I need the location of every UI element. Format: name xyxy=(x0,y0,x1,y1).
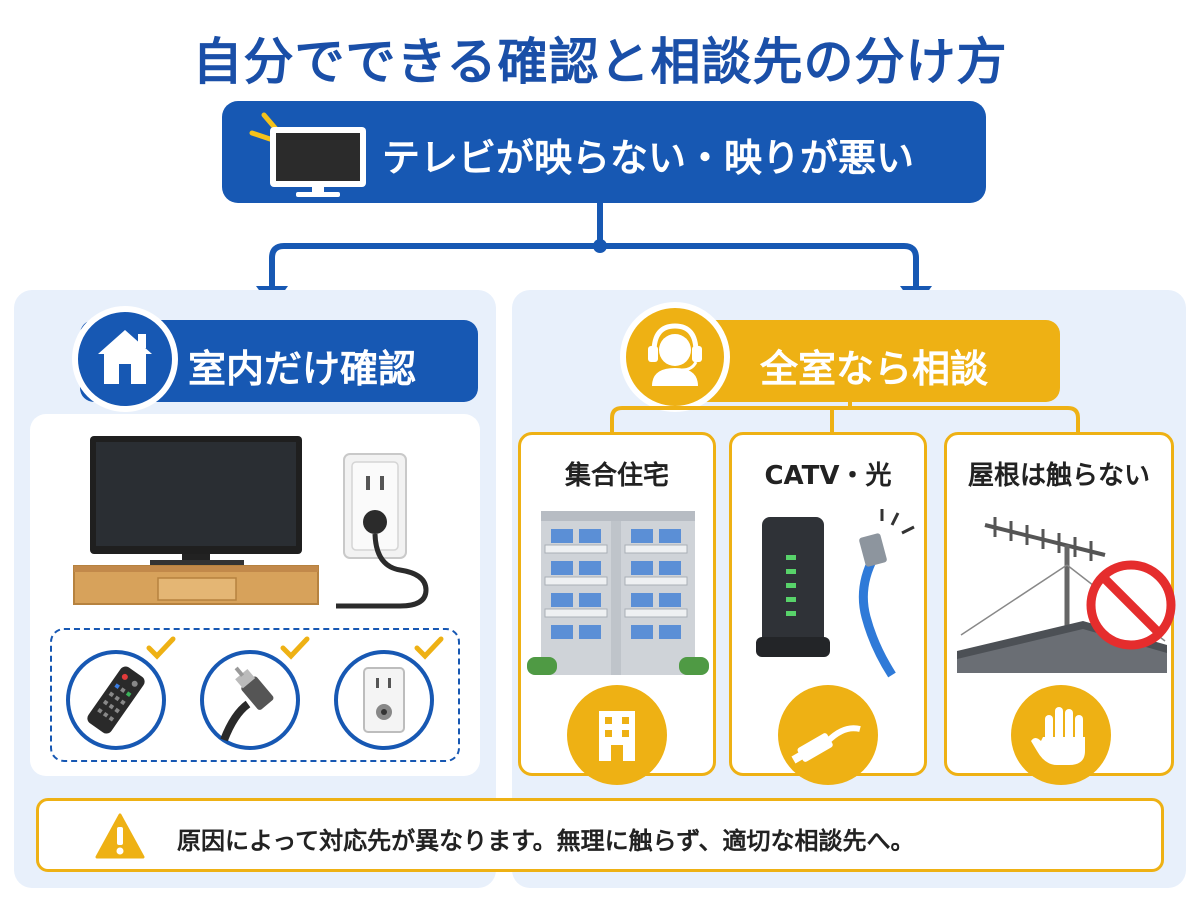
card-apartment-title: 集合住宅 xyxy=(564,461,669,491)
check-icon xyxy=(414,636,444,660)
router-cable-illustration xyxy=(756,509,915,678)
stop-hand-icon xyxy=(1031,707,1085,765)
footer-note: 原因によって対応先が異なります。無理に触らず、適切な相談先へ。 xyxy=(36,798,1164,872)
wall-outlet-illustration xyxy=(336,453,429,609)
antenna-outlet-icon xyxy=(363,667,405,733)
top-problem-box: テレビが映らない・映りが悪い xyxy=(222,101,986,203)
indoor-check-label: 室内だけ確認 xyxy=(188,347,417,391)
headset-icon xyxy=(648,323,702,386)
footer-note-text: 原因によって対応先が異なります。無理に触らず、適切な相談先へ。 xyxy=(177,827,915,855)
cable-icon-circle xyxy=(778,685,878,785)
remote-icon xyxy=(87,666,145,734)
warning-icon xyxy=(95,813,145,859)
antenna-cable-icon xyxy=(220,666,274,742)
building-icon-circle xyxy=(567,685,667,785)
house-icon xyxy=(98,330,152,384)
check-item-outlet xyxy=(334,650,434,750)
card-catv-title: CATV・光 xyxy=(764,461,892,491)
page-title: 自分でできる確認と相談先の分け方 xyxy=(192,33,1008,91)
check-item-cable xyxy=(200,650,300,750)
tv-stand-illustration xyxy=(73,436,319,605)
card-catv: CATV・光 xyxy=(729,432,927,785)
cable-connector-icon xyxy=(791,725,861,764)
check-icon xyxy=(146,636,176,660)
card-apartment: 集合住宅 xyxy=(518,432,716,785)
house-icon-circle xyxy=(72,306,178,412)
tv-icon xyxy=(249,112,366,197)
top-problem-label: テレビが映らない・映りが悪い xyxy=(382,136,915,180)
card-roof: 屋根は触らない xyxy=(944,432,1176,785)
card-roof-title: 屋根は触らない xyxy=(967,461,1150,491)
stop-hand-icon-circle xyxy=(1011,685,1111,785)
check-item-remote xyxy=(66,650,166,750)
building-icon xyxy=(599,711,635,761)
check-icon xyxy=(280,636,310,660)
check-items-group xyxy=(50,628,460,762)
roof-antenna-illustration xyxy=(957,517,1176,673)
consult-label: 全室なら相談 xyxy=(760,347,989,391)
card-connectors xyxy=(610,402,1080,432)
apartment-building-illustration xyxy=(527,511,709,675)
